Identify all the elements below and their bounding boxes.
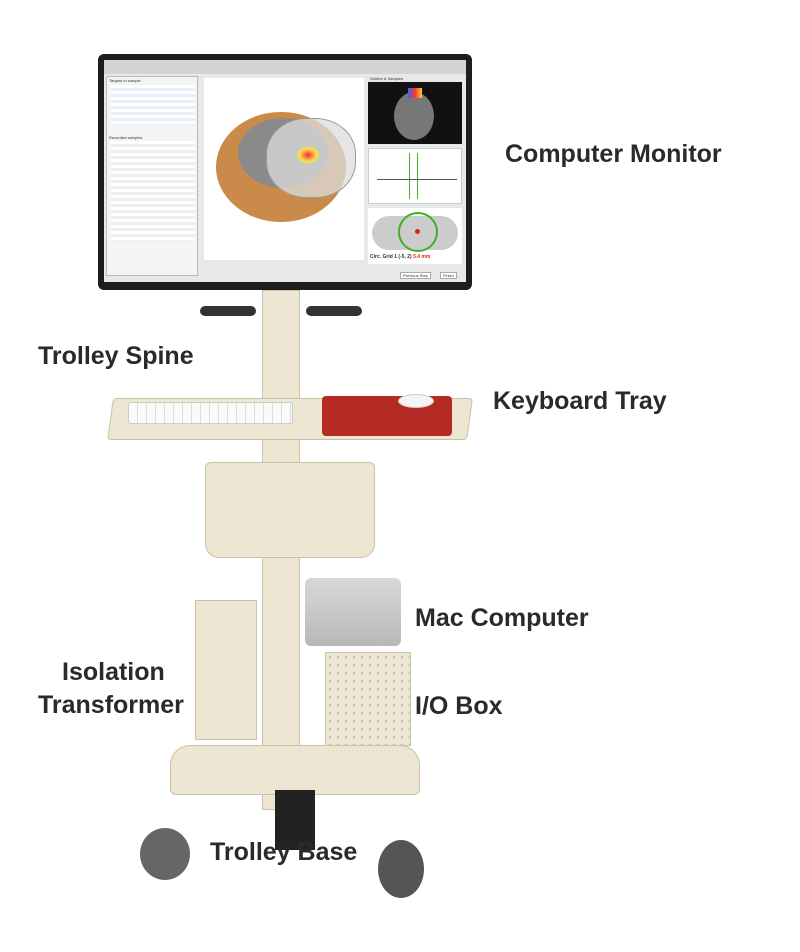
- label-isolation: Isolation: [62, 658, 165, 686]
- left-handle[interactable]: [200, 306, 256, 316]
- keyboard[interactable]: [128, 402, 293, 424]
- recorded-list[interactable]: [111, 141, 195, 241]
- label-keyboard-tray: Keyboard Tray: [493, 387, 667, 415]
- io-box: [325, 652, 411, 746]
- label-computer-monitor: Computer Monitor: [505, 140, 722, 168]
- grid-readout: Circ. Grid 1 (-5, 2) 5.4 mm: [370, 254, 431, 260]
- 3d-view[interactable]: [204, 78, 364, 260]
- storage-basket: [205, 462, 375, 558]
- finish-button[interactable]: Finish: [440, 272, 457, 279]
- mouse[interactable]: [398, 394, 434, 408]
- left-wheel: [140, 828, 190, 880]
- label-transformer: Transformer: [38, 691, 184, 719]
- monitor-screen: Targets to sample Recorded samples Outli…: [104, 60, 466, 282]
- label-trolley-spine: Trolley Spine: [38, 342, 194, 370]
- waveform-plot: [368, 148, 462, 204]
- label-trolley-base: Trolley Base: [210, 838, 358, 866]
- trolley-base: [170, 745, 420, 795]
- targets-list[interactable]: [111, 85, 195, 125]
- mri-view: Outline & Samples: [368, 76, 462, 144]
- label-io-box: I/O Box: [415, 692, 503, 720]
- grid-overlay: [266, 118, 356, 198]
- app-toolbar: [104, 60, 466, 74]
- right-wheel: [378, 840, 424, 898]
- samples-sidebar: Targets to sample Recorded samples: [106, 76, 198, 276]
- targets-title: Targets to sample: [109, 78, 141, 83]
- view-title: Outline & Samples: [370, 76, 404, 81]
- mac-computer: [305, 578, 401, 646]
- right-handle[interactable]: [306, 306, 362, 316]
- isolation-transformer: [195, 600, 257, 740]
- label-mac-computer: Mac Computer: [415, 604, 589, 632]
- previous-step-button[interactable]: Previous Step: [400, 272, 431, 279]
- grid-plot: Circ. Grid 1 (-5, 2) 5.4 mm: [368, 208, 462, 264]
- heatmap: [296, 146, 320, 164]
- recorded-title: Recorded samples: [109, 135, 143, 140]
- base-pedal: [275, 790, 315, 850]
